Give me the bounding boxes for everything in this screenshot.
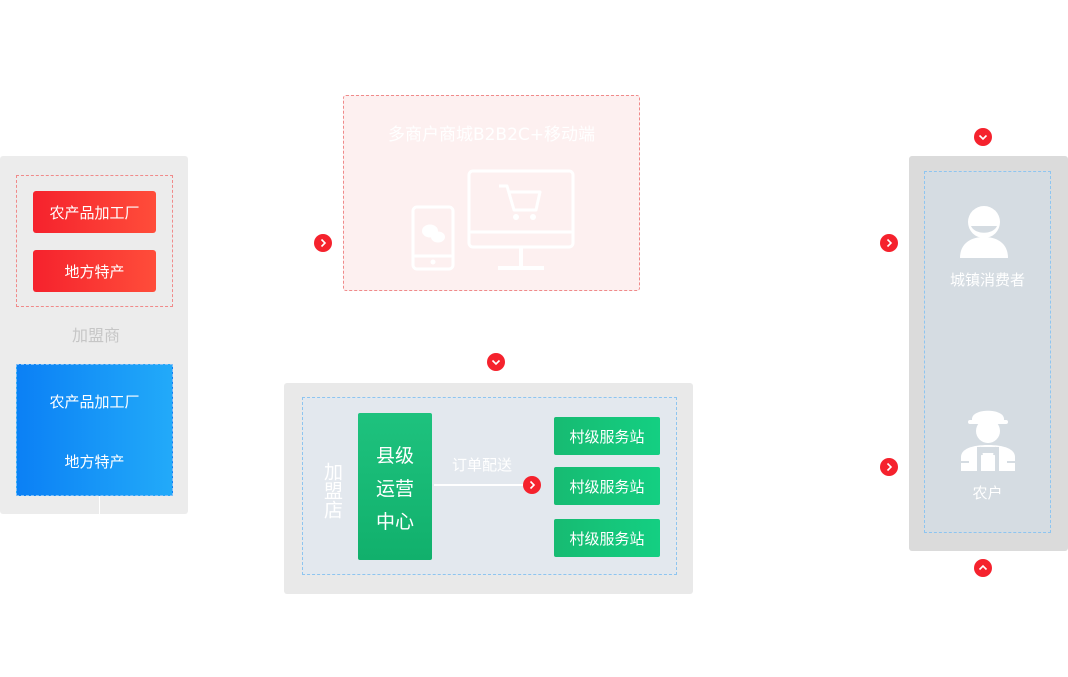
county-line-2: 运营 <box>375 478 414 500</box>
merchant-blue-group[interactable] <box>16 364 173 496</box>
chevron-down-icon <box>487 353 505 371</box>
order-delivery-label: 订单配送 <box>451 456 512 474</box>
chevron-right-icon <box>523 476 541 494</box>
franchise-label: 加盟店 <box>321 462 343 519</box>
blue-item-processing-plant: 农产品加工厂 <box>49 393 140 411</box>
farmer-label: 农户 <box>972 484 1003 502</box>
connector-line <box>99 496 100 514</box>
chevron-down-icon <box>974 128 992 146</box>
mall-title: 多商户商城B2B2C+移动端 <box>387 125 596 145</box>
village-station-3[interactable]: 村级服务站 <box>554 519 660 557</box>
mall-card[interactable] <box>343 95 640 291</box>
county-operation-center[interactable]: 县级 运营 中心 <box>358 413 432 560</box>
red-item-local-specialty[interactable]: 地方特产 <box>33 250 156 292</box>
red-item-processing-plant[interactable]: 农产品加工厂 <box>33 191 156 233</box>
monitor-cart-icon <box>467 169 575 270</box>
county-line-3: 中心 <box>375 511 414 533</box>
chevron-right-icon <box>880 234 898 252</box>
order-delivery-line <box>434 484 526 486</box>
merchant-label: 加盟商 <box>71 326 120 345</box>
consumer-label: 城镇消费者 <box>949 271 1025 289</box>
chevron-right-icon <box>880 458 898 476</box>
farmer-person-icon <box>961 410 1015 471</box>
phone-wechat-icon <box>411 205 455 271</box>
chevron-right-icon <box>314 234 332 252</box>
county-line-1: 县级 <box>375 445 414 467</box>
village-station-1[interactable]: 村级服务站 <box>554 417 660 455</box>
village-station-2[interactable]: 村级服务站 <box>554 467 660 505</box>
consumer-person-icon <box>960 206 1008 258</box>
chevron-up-icon <box>974 559 992 577</box>
merchant-red-group <box>16 175 173 307</box>
blue-item-local-specialty: 地方特产 <box>64 453 125 471</box>
